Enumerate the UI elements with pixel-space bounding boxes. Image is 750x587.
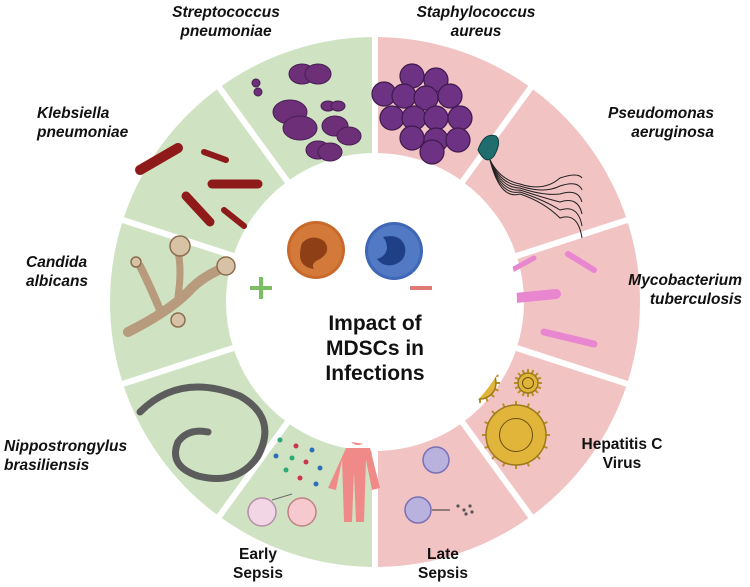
label-line: brasiliensis xyxy=(4,457,90,474)
neutrophil-cell-icon xyxy=(287,221,345,279)
label-line: tuberculosis xyxy=(649,291,742,308)
center-disc xyxy=(233,160,517,444)
label-line: albicans xyxy=(26,273,89,290)
label-line: Candida xyxy=(26,254,88,271)
nematode-worm-icon xyxy=(136,383,269,482)
label-pseudomonas-aeruginosa: Pseudomonas aeruginosa xyxy=(608,104,714,142)
wheel-center xyxy=(233,160,517,444)
label-line: Nippostrongylus xyxy=(4,438,128,455)
title-line: Infections xyxy=(325,362,425,385)
pseudomonas-flagellum-icon xyxy=(477,134,583,239)
label-line: aeruginosa xyxy=(631,124,714,141)
label-mycobacterium-tuberculosis: Mycobacterium tuberculosis xyxy=(628,271,742,309)
label-streptococcus-pneumoniae: Streptococcus pneumoniae xyxy=(172,3,280,41)
klebsiella-rods-icon xyxy=(135,143,263,229)
label-line: pneumoniae xyxy=(180,23,272,40)
label-line: Sepsis xyxy=(233,565,283,582)
label-line: Staphylococcus xyxy=(416,4,536,21)
staphylococcus-cluster-icon xyxy=(371,63,473,165)
label-line: Hepatitis C xyxy=(581,436,663,453)
label-line: Pseudomonas xyxy=(608,105,714,122)
label-line: Streptococcus xyxy=(172,4,280,21)
monocyte-cell-icon xyxy=(365,222,423,280)
label-klebsiella-pneumoniae: Klebsiella pneumoniae xyxy=(37,104,128,142)
label-line: Virus xyxy=(602,455,642,472)
label-staphylococcus-aureus: Staphylococcus aureus xyxy=(417,3,536,41)
candida-hyphae-icon xyxy=(123,235,236,337)
label-line: pneumoniae xyxy=(37,124,129,141)
label-line: Klebsiella xyxy=(37,105,110,122)
negative-sign-icon xyxy=(410,286,432,290)
label-hepatitis-c-virus: Hepatitis C Virus xyxy=(582,435,663,473)
label-line: Mycobacterium xyxy=(628,272,742,289)
late-sepsis-icon xyxy=(404,446,474,524)
title-line: MDSCs in xyxy=(325,337,424,360)
label-line: Late xyxy=(427,546,459,563)
wheel-sectors xyxy=(104,30,646,574)
label-line: Early xyxy=(239,546,277,563)
label-candida-albicans: Candida albicans xyxy=(26,253,88,291)
label-line: Sepsis xyxy=(418,565,468,582)
title-line: Impact of xyxy=(328,312,422,335)
streptococcus-diplococci-icon xyxy=(251,63,362,162)
center-title: Impact of MDSCs in Infections xyxy=(325,311,424,386)
label-late-sepsis: Late Sepsis xyxy=(418,545,468,583)
label-early-sepsis: Early Sepsis xyxy=(233,545,283,583)
positive-sign-icon xyxy=(250,277,272,299)
sector-early-sepsis xyxy=(213,415,378,574)
label-nippostrongylus-brasiliensis: Nippostrongylus brasiliensis xyxy=(4,437,127,475)
label-line: aureus xyxy=(450,23,502,40)
